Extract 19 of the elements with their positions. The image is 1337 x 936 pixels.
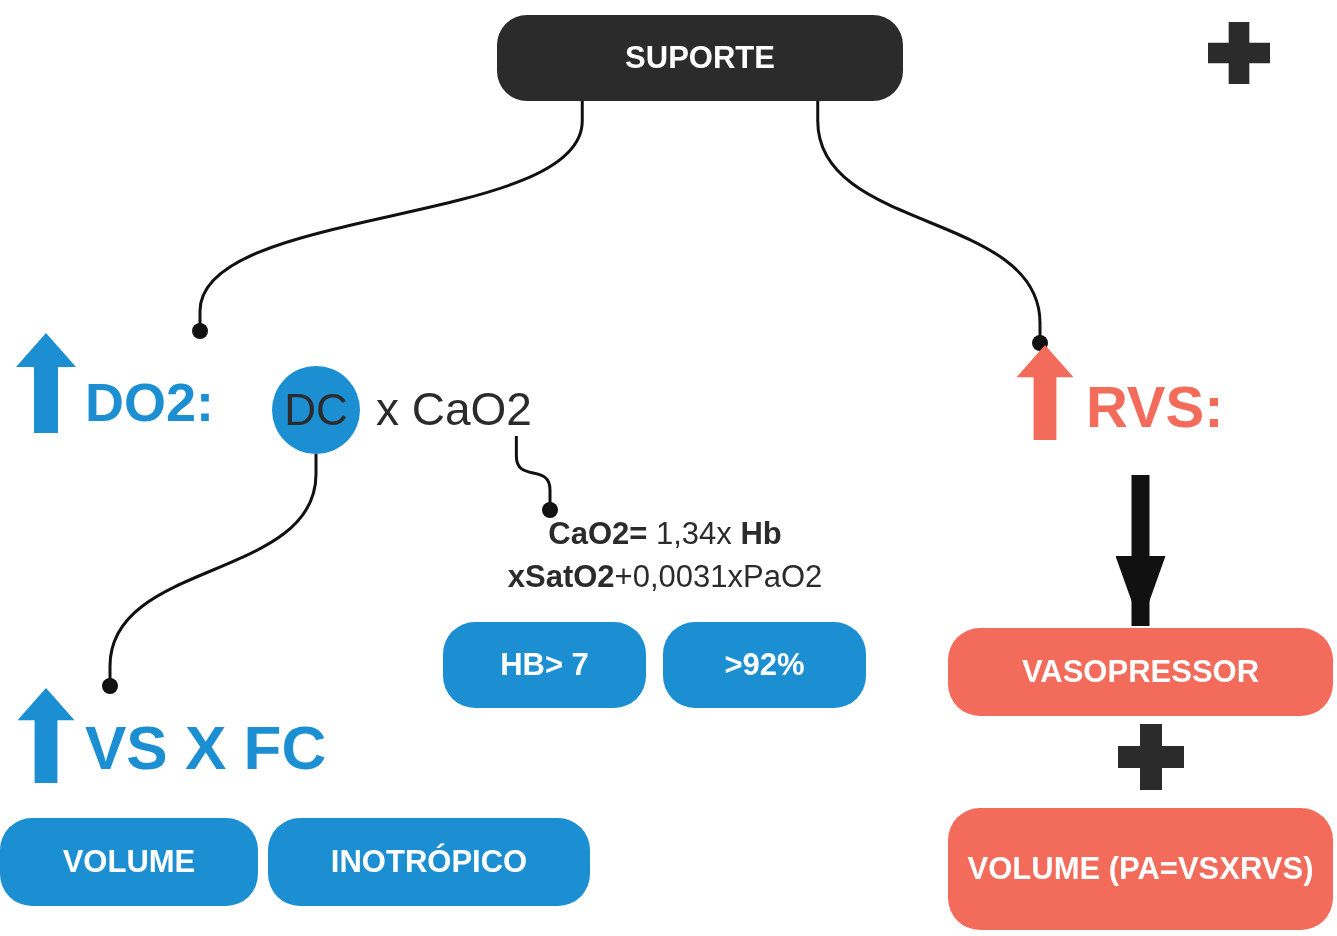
- formula-text: CaO2= 1,34x Hb xSatO2+0,0031xPaO2: [506, 515, 824, 597]
- formula-text: x CaO2: [376, 382, 532, 436]
- title-pill: [497, 15, 903, 101]
- heading-text: DO2:: [85, 371, 214, 433]
- pill-label: SUPORTE: [625, 40, 775, 76]
- rounded-label-pill: >92%: [663, 622, 866, 708]
- connector-line: [514, 436, 558, 518]
- rounded-label-pill: VOLUME: [0, 818, 258, 906]
- connector-line: [192, 101, 584, 339]
- rounded-label-pill: HB> 7: [443, 622, 646, 708]
- connector-line: [816, 101, 1048, 351]
- highlight-circle: DC: [272, 366, 360, 454]
- arrow: [1115, 475, 1166, 626]
- heading-text: VS X FC: [85, 712, 327, 783]
- rounded-label-pill: VASOPRESSOR: [948, 628, 1333, 716]
- rounded-label-pill: INOTRÓPICO: [268, 818, 590, 906]
- connector-line: [102, 454, 318, 694]
- rounded-label-pill: VOLUME (PA=VSXRVS): [948, 808, 1333, 930]
- heading-text: RVS:: [1086, 373, 1224, 440]
